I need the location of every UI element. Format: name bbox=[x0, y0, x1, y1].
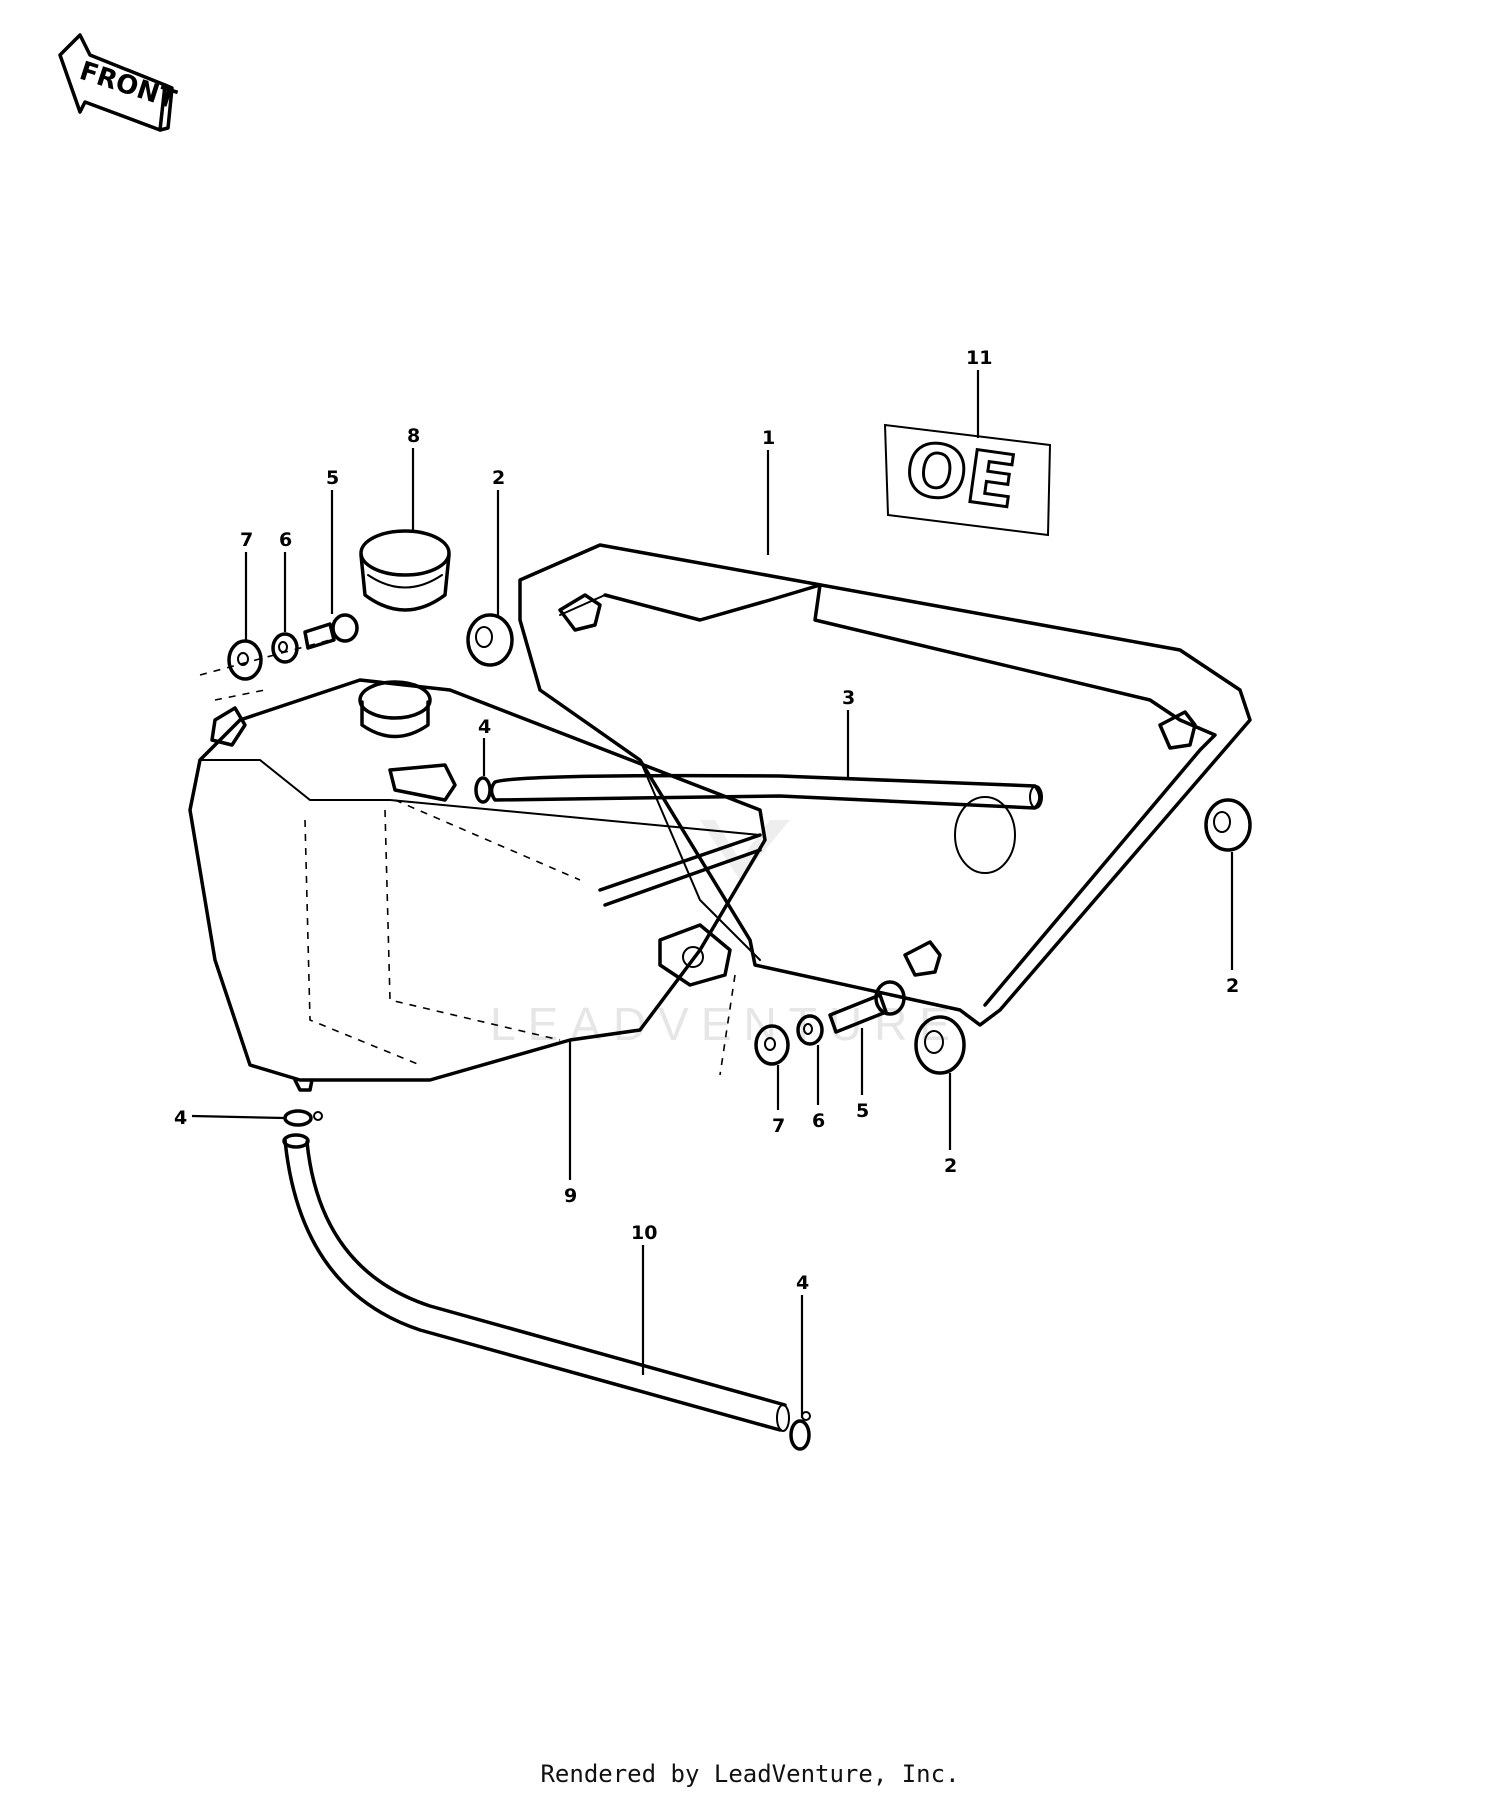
callouts: 11 1 8 2 5 6 7 3 4 2 4 9 7 6 5 2 10 4 bbox=[174, 347, 1239, 1294]
front-label: FRONT bbox=[76, 56, 180, 115]
callout-6-top: 6 bbox=[279, 529, 292, 551]
breather-hose-part-3 bbox=[489, 773, 1043, 810]
callout-9: 9 bbox=[564, 1185, 577, 1207]
callout-2-top: 2 bbox=[492, 467, 505, 489]
callout-6-bottom: 6 bbox=[812, 1110, 825, 1132]
callout-7-bottom: 7 bbox=[772, 1115, 785, 1137]
grommet-part-2-top bbox=[466, 613, 514, 667]
callout-3: 3 bbox=[842, 687, 855, 709]
front-arrow-icon: FRONT bbox=[58, 33, 180, 132]
callout-10: 10 bbox=[631, 1222, 657, 1244]
callout-11: 11 bbox=[966, 347, 992, 369]
side-cover-part-1 bbox=[518, 543, 1252, 1027]
washer-part-7-bottom bbox=[754, 1024, 790, 1066]
grommet-part-2-right bbox=[1204, 798, 1252, 852]
credit-text: Rendered by LeadVenture, Inc. bbox=[540, 1760, 960, 1788]
leader-lines bbox=[191, 370, 1234, 1418]
decal-text: OE bbox=[900, 426, 1021, 525]
clip-part-4-top bbox=[474, 776, 492, 804]
callout-7-top: 7 bbox=[240, 529, 253, 551]
grommet-part-2-bottom bbox=[914, 1015, 966, 1075]
decal-part-11: OE bbox=[883, 423, 1052, 537]
cap-part-8 bbox=[359, 529, 451, 612]
bolt-part-5-bottom bbox=[828, 980, 906, 1034]
callout-5-top: 5 bbox=[326, 467, 339, 489]
callout-1: 1 bbox=[762, 427, 775, 449]
callout-8: 8 bbox=[407, 425, 420, 447]
washer-part-7-top bbox=[227, 639, 263, 681]
callout-4-bottom: 4 bbox=[796, 1272, 809, 1294]
lock-washer-part-6-bottom bbox=[796, 1014, 824, 1046]
oil-tank-part-9 bbox=[188, 678, 767, 1092]
callout-4-top: 4 bbox=[478, 716, 491, 738]
callout-2-right: 2 bbox=[1226, 975, 1239, 997]
clip-part-4-bottom bbox=[789, 1411, 811, 1451]
bolt-part-5-top bbox=[303, 613, 359, 650]
oil-hose-part-10 bbox=[282, 1133, 790, 1432]
callout-5-bottom: 5 bbox=[856, 1100, 869, 1122]
lock-washer-part-6-top bbox=[271, 632, 299, 664]
callout-2-bottom: 2 bbox=[944, 1155, 957, 1177]
clip-part-4-left bbox=[283, 1109, 323, 1127]
callout-4-left: 4 bbox=[174, 1107, 187, 1129]
